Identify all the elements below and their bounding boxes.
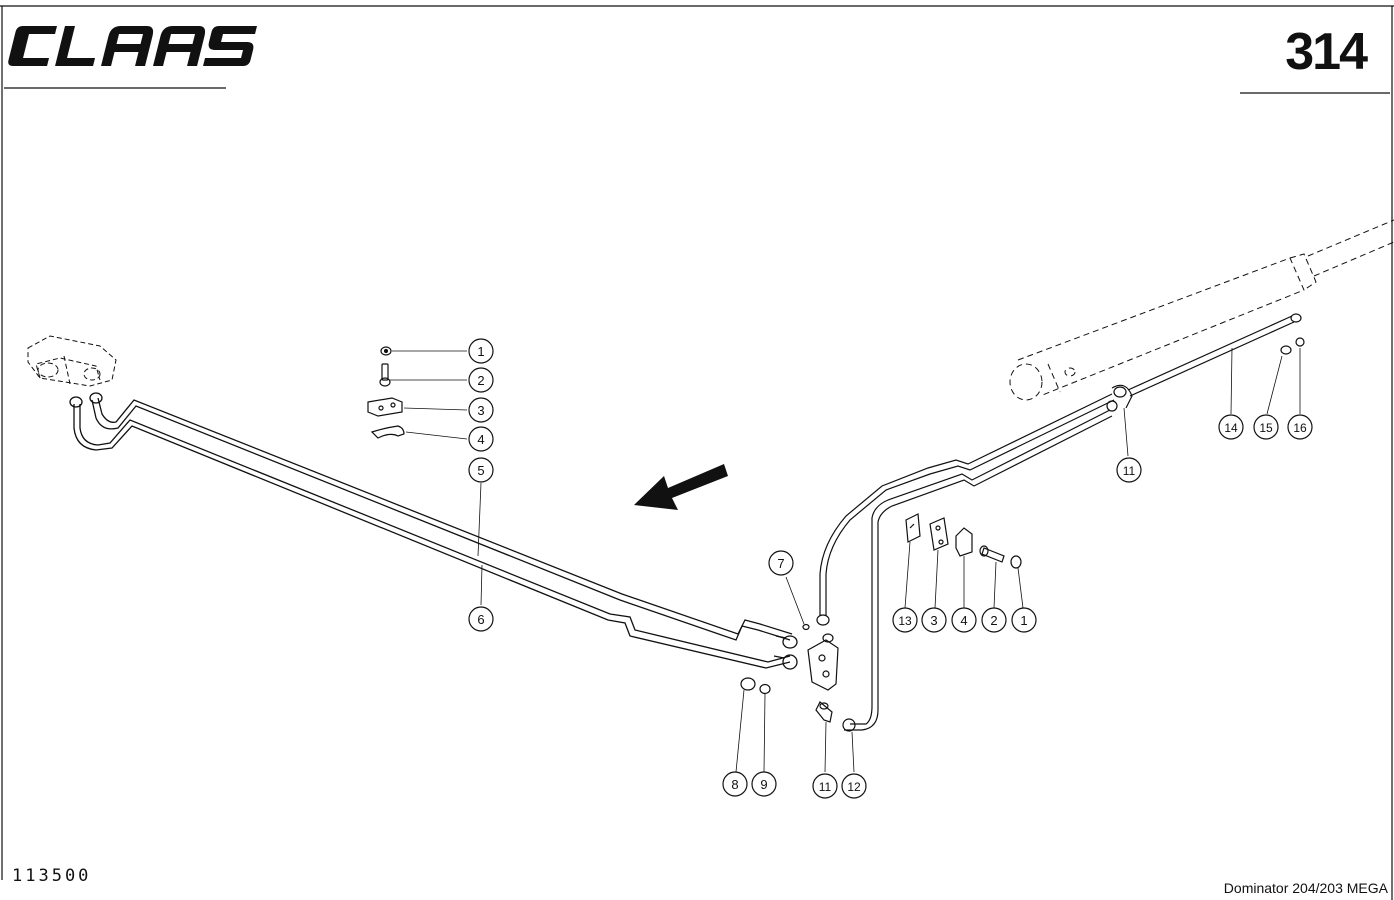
callout-left-1: 1 xyxy=(468,338,494,364)
svg-text:4: 4 xyxy=(960,613,967,628)
callout-11-bottom: 11 xyxy=(812,773,838,799)
svg-text:1: 1 xyxy=(1020,613,1027,628)
arrow-left-down-icon xyxy=(634,464,728,510)
drawing-number: 113500 xyxy=(12,866,92,886)
svg-text:2: 2 xyxy=(990,613,997,628)
callout-left-5: 5 xyxy=(468,457,494,483)
callout-right-3: 3 xyxy=(921,607,947,633)
svg-text:13: 13 xyxy=(898,614,912,628)
callout-13: 13 xyxy=(892,607,918,633)
cylinder-dashed xyxy=(1009,219,1394,401)
callout-left-3: 3 xyxy=(468,397,494,423)
svg-text:11: 11 xyxy=(819,780,832,794)
svg-text:8: 8 xyxy=(731,777,738,792)
model-name: Dominator 204/203 MEGA xyxy=(1223,880,1388,896)
svg-text:4: 4 xyxy=(477,432,484,447)
svg-text:7: 7 xyxy=(777,556,784,571)
page-frame xyxy=(0,5,1394,900)
callout-right-1: 1 xyxy=(1011,607,1037,633)
svg-text:3: 3 xyxy=(930,613,937,628)
callout-11-upper: 11 xyxy=(1116,457,1142,483)
svg-text:14: 14 xyxy=(1224,421,1238,435)
callout-7: 7 xyxy=(768,550,794,576)
page-number: 314 xyxy=(1285,23,1368,81)
svg-text:16: 16 xyxy=(1293,421,1307,435)
svg-text:11: 11 xyxy=(1123,464,1136,478)
callout-14: 14 xyxy=(1218,414,1244,440)
callout-8: 8 xyxy=(722,771,748,797)
small-parts-left xyxy=(367,346,483,606)
callout-right-2: 2 xyxy=(981,607,1007,633)
callout-12: 12 xyxy=(841,773,867,799)
callout-right-4: 4 xyxy=(951,607,977,633)
callout-15: 15 xyxy=(1253,414,1279,440)
small-parts-right xyxy=(904,513,1024,609)
callouts: 1 2 3 4 5 6 7 8 9 11 12 13 3 4 xyxy=(468,338,1313,799)
center-parts xyxy=(735,386,1127,773)
hydraulic-pipes-left xyxy=(69,392,798,670)
svg-text:12: 12 xyxy=(847,780,861,794)
callout-left-2: 2 xyxy=(468,367,494,393)
svg-text:2: 2 xyxy=(477,373,484,388)
callout-9: 9 xyxy=(751,771,777,797)
svg-text:15: 15 xyxy=(1259,421,1273,435)
svg-text:1: 1 xyxy=(477,344,484,359)
svg-text:9: 9 xyxy=(760,777,767,792)
brand-logo xyxy=(8,26,258,66)
svg-text:6: 6 xyxy=(477,612,484,627)
callout-16: 16 xyxy=(1287,414,1313,440)
svg-text:3: 3 xyxy=(477,403,484,418)
callout-left-6: 6 xyxy=(468,606,494,632)
svg-text:5: 5 xyxy=(477,463,484,478)
valve-block-dashed xyxy=(27,335,117,387)
pipe-14 xyxy=(1111,313,1305,457)
callout-left-4: 4 xyxy=(468,426,494,452)
